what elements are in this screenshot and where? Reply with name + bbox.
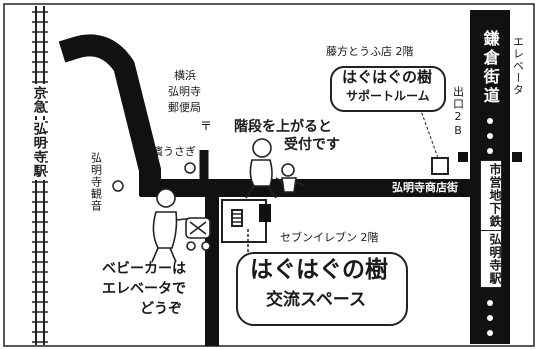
kannon-marker	[112, 180, 124, 192]
support-room-callout	[330, 66, 446, 112]
space-title: はぐはぐの樹	[250, 257, 388, 283]
road-dot	[487, 148, 493, 154]
kamakura-kaido-label: 鎌倉街道	[480, 30, 500, 106]
support-room-pointer	[419, 107, 439, 159]
space-subtitle: 交流スペース	[266, 290, 366, 310]
curved-main-road	[58, 34, 161, 196]
keikyu-line-label: 京急	[30, 84, 46, 116]
road-dot	[487, 330, 493, 336]
post-office-mark: 〒	[200, 119, 213, 133]
space-callout	[236, 252, 408, 326]
seven-eleven-label: セブンイレブン 2階	[280, 231, 379, 244]
support-room-building	[431, 157, 449, 175]
subway-line-label: 市営地下鉄	[480, 160, 502, 231]
road-dot	[487, 118, 493, 124]
hama-usagi-label: 濱うさぎ	[152, 145, 196, 158]
keikyu-station-label: 弘明寺駅	[30, 120, 46, 180]
road-dot	[487, 133, 493, 139]
stroller-note-line-1: ベビーカーは	[102, 261, 186, 277]
stroller-illustration	[151, 188, 211, 263]
shopping-street-label: 弘明寺商店街	[392, 181, 458, 194]
road-dot	[487, 300, 493, 306]
post-office-label-1: 横浜	[174, 69, 196, 82]
support-room-subtitle: サポートルーム	[346, 89, 430, 103]
road-dot	[487, 315, 493, 321]
post-office-label-2: 弘明寺	[168, 85, 201, 98]
hama-usagi-marker	[184, 162, 196, 174]
post-office-label-3: 郵便局	[168, 101, 201, 114]
stroller-note-line-2: エレベータで	[102, 281, 186, 297]
reception-people-illustration	[245, 138, 305, 199]
kannon-label: 弘明寺観音	[89, 152, 103, 212]
support-room-title: はぐはぐの樹	[342, 68, 433, 86]
elevator-marker	[512, 152, 522, 162]
exit-marker	[458, 152, 468, 162]
stairs-note-line-1: 階段を上がると	[234, 119, 332, 135]
stairs-note-line-2: 受付です	[284, 137, 340, 153]
elevator-mark	[259, 204, 271, 222]
map-frame	[3, 3, 535, 347]
exit-label: 出口2B	[451, 86, 465, 138]
stroller-note-line-3: どうぞ	[140, 301, 182, 317]
elevator-label: エレベータ	[511, 36, 525, 96]
tofu-shop-label: 藤方とうふ店 2階	[326, 45, 414, 58]
subway-station-label: 弘明寺駅	[480, 230, 502, 288]
